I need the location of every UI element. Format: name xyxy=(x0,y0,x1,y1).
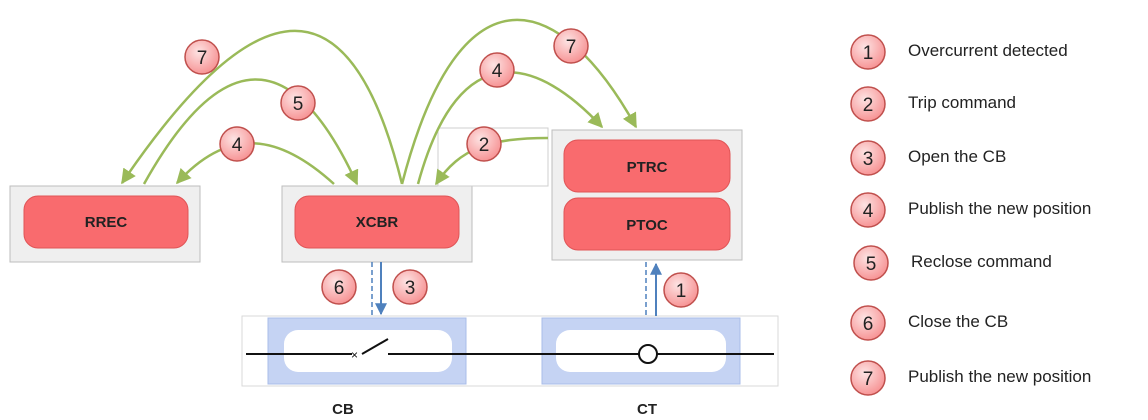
breaker-pivot-icon: × xyxy=(351,348,358,362)
legend-badge-3-number: 3 xyxy=(863,149,874,170)
trip-frame xyxy=(437,127,549,187)
ptoc-label: PTOC xyxy=(626,217,668,234)
legend-text-7: Publish the new position xyxy=(908,367,1091,386)
rrec-node[interactable] xyxy=(23,195,189,249)
badge-2: 2 xyxy=(466,126,502,162)
legend-text-2: Trip command xyxy=(908,93,1016,112)
legend-badge-5: 5 xyxy=(853,245,889,281)
badge-7-right-number: 7 xyxy=(566,37,577,58)
cb-label: CB xyxy=(332,401,354,418)
legend-badge-4: 4 xyxy=(850,192,886,228)
protection-panel: PTRC PTOC xyxy=(551,129,743,261)
legend: 1 Overcurrent detected 2 Trip command 3 Open … xyxy=(850,34,1091,396)
legend-text-5: Reclose command xyxy=(911,252,1052,271)
arrow-5-reclose xyxy=(142,78,359,186)
ptrc-node[interactable] xyxy=(563,139,731,193)
badge-2-number: 2 xyxy=(479,135,490,156)
signal-arrows xyxy=(371,262,662,316)
badge-4-left: 4 xyxy=(219,126,255,162)
ct-symbol-icon xyxy=(638,344,658,364)
xcbr-node[interactable] xyxy=(294,195,460,249)
ptoc-node[interactable] xyxy=(563,197,731,251)
diagram-badges: 7 5 4 7 4 2 6 3 1 xyxy=(184,28,699,308)
badge-6-number: 6 xyxy=(334,278,345,299)
xcbr-label: XCBR xyxy=(356,214,399,231)
badge-7-left-number: 7 xyxy=(197,48,208,69)
arrow-7-to-rrec xyxy=(120,29,404,185)
breaker-contact xyxy=(361,338,389,355)
badge-6: 6 xyxy=(321,269,357,305)
badge-7-left: 7 xyxy=(184,39,220,75)
badge-4-right-number: 4 xyxy=(492,61,503,82)
badge-5-number: 5 xyxy=(293,94,304,115)
legend-badge-5-number: 5 xyxy=(866,254,877,275)
legend-badge-2-number: 2 xyxy=(863,95,874,116)
badge-3-number: 3 xyxy=(405,278,416,299)
badge-7-right: 7 xyxy=(553,28,589,64)
ptrc-label: PTRC xyxy=(627,159,668,176)
badge-4-left-number: 4 xyxy=(232,135,243,156)
arrow-4-to-rrec xyxy=(175,142,335,185)
legend-badge-3: 3 xyxy=(850,140,886,176)
badge-1: 1 xyxy=(663,272,699,308)
xcbr-panel: XCBR xyxy=(281,185,473,263)
legend-badge-1: 1 xyxy=(850,34,886,70)
legend-badge-7: 7 xyxy=(850,360,886,396)
arrow-7-to-ptrc xyxy=(400,18,638,185)
badge-4-right: 4 xyxy=(479,52,515,88)
badge-5: 5 xyxy=(280,85,316,121)
legend-text-3: Open the CB xyxy=(908,147,1006,166)
primary-equipment: × CB CT xyxy=(241,315,779,418)
badge-1-number: 1 xyxy=(676,281,687,302)
legend-badge-6: 6 xyxy=(850,305,886,341)
legend-text-6: Close the CB xyxy=(908,312,1008,331)
legend-badge-1-number: 1 xyxy=(863,43,874,64)
legend-badge-6-number: 6 xyxy=(863,314,874,335)
rrec-panel: RREC xyxy=(9,185,201,263)
ct-label: CT xyxy=(637,401,657,418)
legend-badge-7-number: 7 xyxy=(863,369,874,390)
legend-text-1: Overcurrent detected xyxy=(908,41,1068,60)
legend-badge-4-number: 4 xyxy=(863,201,874,222)
rrec-label: RREC xyxy=(85,214,128,231)
legend-text-4: Publish the new position xyxy=(908,199,1091,218)
badge-3: 3 xyxy=(392,269,428,305)
legend-badge-2: 2 xyxy=(850,86,886,122)
